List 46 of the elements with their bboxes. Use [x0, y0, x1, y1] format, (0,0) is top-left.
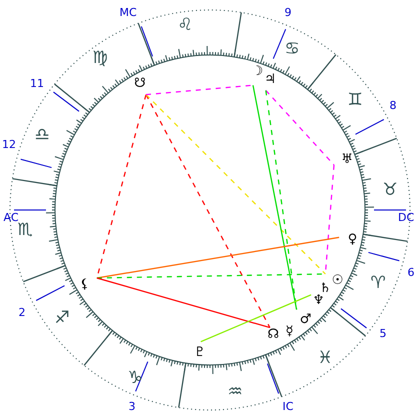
zodiac-sign-symbol: ♒: [228, 383, 243, 401]
zodiac-sign-symbol: ♋: [284, 40, 300, 58]
planet-symbol: ♂: [300, 313, 312, 328]
planet-symbol: ☉: [332, 274, 344, 288]
house-label: 12: [2, 138, 16, 152]
planet-symbol: ⚸: [80, 278, 90, 292]
zodiac-sign-symbol: ♊: [348, 91, 363, 109]
aspect-line: [146, 94, 326, 274]
house-label: 6: [408, 266, 414, 280]
planet-symbol: ♅: [341, 153, 353, 168]
house-label: IC: [282, 400, 294, 414]
aspect-line: [200, 294, 312, 342]
aspect-line: [96, 277, 270, 328]
planet-symbol: ♄: [319, 282, 332, 296]
zodiac-sign-symbol: ♉: [382, 181, 398, 199]
zodiac-sign-symbol: ♐: [54, 309, 70, 327]
house-label: MC: [120, 6, 137, 20]
house-label: DC: [398, 211, 414, 225]
house-label: 2: [18, 306, 26, 320]
aspect-line: [265, 90, 298, 310]
zodiac-sign-symbol: ♏: [18, 221, 33, 239]
planet-symbol: ☽: [252, 64, 264, 79]
aspect-line: [146, 84, 254, 96]
house-label: 9: [284, 6, 292, 20]
house-label: 3: [128, 400, 136, 414]
house-label: AC: [4, 211, 19, 224]
house-label: 11: [30, 77, 44, 91]
zodiac-sign-symbol: ♓: [318, 349, 333, 367]
planet-symbol: ♃: [264, 73, 276, 88]
house-label: 8: [390, 99, 396, 113]
aspect-line: [96, 236, 340, 279]
zodiac-sign-symbol: ♍: [92, 49, 108, 67]
planet-symbol: ☋: [134, 77, 146, 92]
planet-symbol: ♆: [312, 294, 324, 308]
aspect-line: [145, 94, 270, 328]
zodiac-sign-symbol: ♈: [370, 274, 386, 292]
aspect-line: [252, 85, 298, 310]
planet-symbol: ☿: [286, 325, 294, 340]
zodiac-sign-symbol: ♌: [178, 16, 193, 34]
zodiac-sign-symbol: ♎: [34, 126, 50, 144]
planet-symbol: ♇: [194, 346, 206, 360]
planet-symbol: ☊: [268, 328, 280, 342]
planet-symbol: ♀: [348, 233, 358, 248]
house-label: 5: [380, 327, 386, 341]
aspect-line: [265, 90, 334, 166]
zodiac-sign-symbol: ♑: [128, 369, 143, 387]
